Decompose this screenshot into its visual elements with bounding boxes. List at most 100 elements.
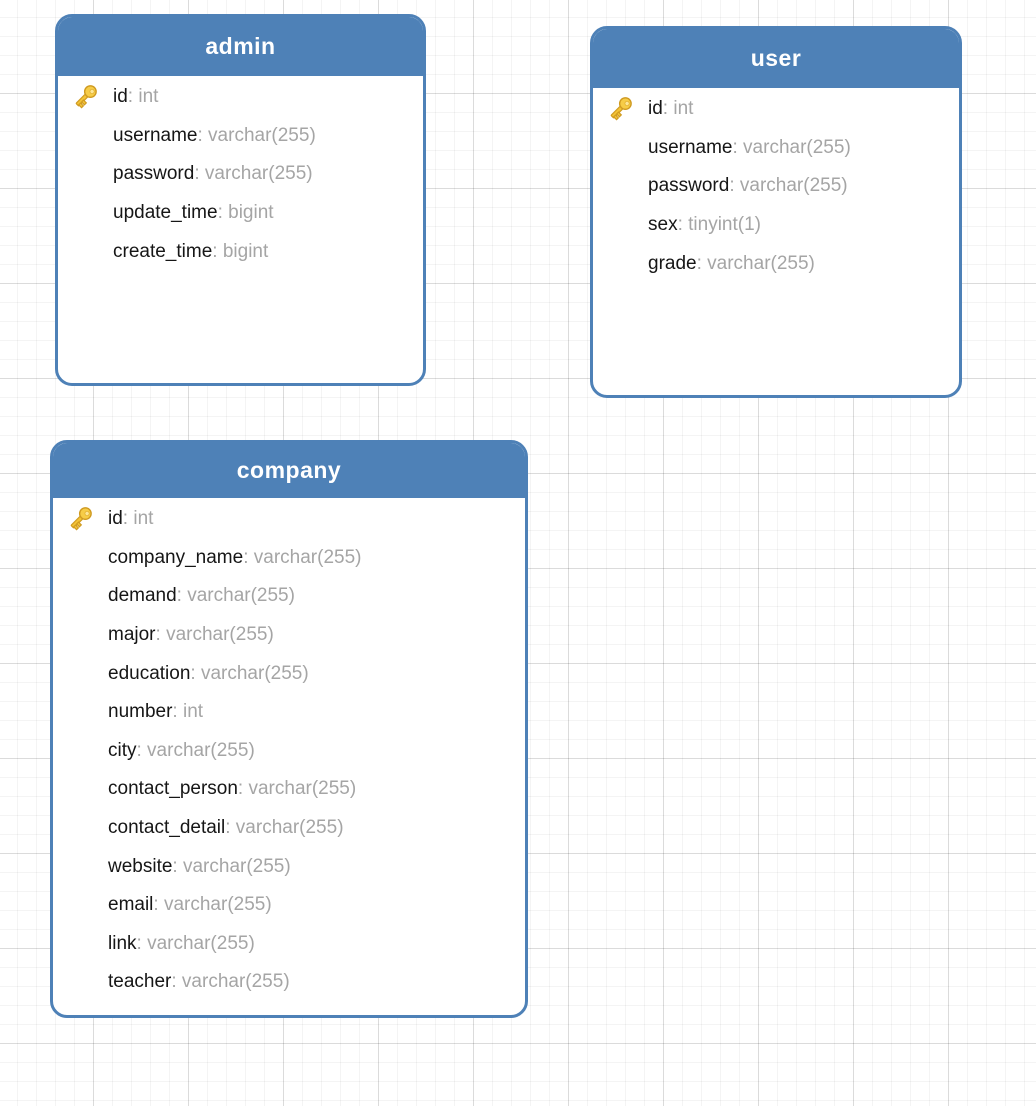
table-title-company[interactable]: company [53, 443, 525, 498]
key-icon-spacer [68, 120, 102, 152]
field-type: : bigint [217, 202, 274, 224]
field-type: : varchar(255) [171, 971, 290, 993]
field-row[interactable]: sex: tinyint(1) [593, 206, 959, 245]
field-name: website [108, 855, 173, 877]
field-row[interactable]: id: int [593, 90, 959, 129]
key-icon [63, 503, 97, 535]
field-name: demand [108, 585, 177, 607]
field-name: sex [648, 214, 678, 236]
field-row[interactable]: password: varchar(255) [58, 155, 423, 194]
field-type: : varchar(255) [197, 124, 316, 146]
key-icon-spacer [63, 773, 97, 805]
field-type: : varchar(255) [732, 136, 851, 158]
field-row[interactable]: city: varchar(255) [53, 732, 525, 771]
field-name: contact_person [108, 778, 238, 800]
field-type: : int [662, 98, 694, 120]
field-type: : int [122, 508, 154, 530]
field-type: : varchar(255) [194, 163, 313, 185]
field-name: contact_detail [108, 817, 226, 839]
field-name: grade [648, 252, 697, 274]
field-type: : varchar(255) [136, 739, 255, 761]
key-icon-spacer [63, 658, 97, 690]
key-icon-spacer [603, 209, 637, 241]
key-icon-spacer [68, 158, 102, 190]
field-type: : tinyint(1) [677, 214, 761, 236]
field-name: create_time [113, 240, 213, 262]
table-title-user[interactable]: user [593, 29, 959, 88]
field-name: email [108, 894, 154, 916]
field-type: : varchar(255) [237, 778, 357, 800]
key-icon-spacer [68, 197, 102, 229]
key-icon-spacer [63, 889, 97, 921]
key-icon-spacer [68, 236, 102, 268]
field-type: : varchar(255) [225, 817, 344, 839]
field-row[interactable]: update_time: bigint [58, 194, 423, 233]
field-name: username [113, 124, 198, 146]
field-name: company_name [108, 546, 244, 568]
key-icon [603, 93, 637, 125]
field-name: number [108, 701, 173, 723]
field-name: link [108, 932, 137, 954]
key-icon-spacer [603, 248, 637, 280]
field-type: : bigint [212, 240, 269, 262]
field-name: teacher [108, 971, 172, 993]
field-name: id [108, 508, 123, 530]
field-row[interactable]: education: varchar(255) [53, 654, 525, 693]
field-row[interactable]: id: int [58, 78, 423, 117]
key-icon-spacer [63, 812, 97, 844]
field-type: : varchar(255) [190, 662, 309, 684]
key-icon-spacer [63, 851, 97, 883]
field-name: password [113, 163, 195, 185]
field-name: id [113, 86, 128, 108]
field-row[interactable]: create_time: bigint [58, 232, 423, 271]
field-type: : int [127, 86, 159, 108]
field-row[interactable]: email: varchar(255) [53, 886, 525, 925]
field-name: major [108, 624, 156, 646]
field-type: : varchar(255) [243, 546, 362, 568]
field-row[interactable]: id: int [53, 500, 525, 539]
field-row[interactable]: teacher: varchar(255) [53, 963, 525, 1002]
field-name: city [108, 739, 137, 761]
field-row[interactable]: password: varchar(255) [593, 167, 959, 206]
field-row[interactable]: username: varchar(255) [593, 129, 959, 168]
key-icon-spacer [63, 619, 97, 651]
field-name: education [108, 662, 191, 684]
field-row[interactable]: username: varchar(255) [58, 117, 423, 156]
field-type: : varchar(255) [176, 585, 295, 607]
field-type: : int [172, 701, 204, 723]
field-type: : varchar(255) [153, 894, 272, 916]
field-row[interactable]: company_name: varchar(255) [53, 539, 525, 578]
key-icon-spacer [63, 735, 97, 767]
field-row[interactable]: major: varchar(255) [53, 616, 525, 655]
field-type: : varchar(255) [172, 855, 291, 877]
field-row[interactable]: website: varchar(255) [53, 847, 525, 886]
field-row[interactable]: grade: varchar(255) [593, 244, 959, 283]
key-icon-spacer [63, 696, 97, 728]
field-row[interactable]: contact_person: varchar(255) [53, 770, 525, 809]
field-row[interactable]: link: varchar(255) [53, 925, 525, 964]
key-icon-spacer [603, 170, 637, 202]
key-icon-spacer [63, 966, 97, 998]
field-type: : varchar(255) [155, 624, 274, 646]
key-icon [68, 81, 102, 113]
key-icon-spacer [603, 132, 637, 164]
field-row[interactable]: number: int [53, 693, 525, 732]
key-icon-spacer [63, 580, 97, 612]
field-row[interactable]: contact_detail: varchar(255) [53, 809, 525, 848]
field-name: username [648, 136, 733, 158]
field-name: password [648, 175, 730, 197]
table-title-admin[interactable]: admin [58, 17, 423, 76]
field-type: : varchar(255) [696, 252, 815, 274]
field-row[interactable]: demand: varchar(255) [53, 577, 525, 616]
key-icon-spacer [63, 542, 97, 574]
field-type: : varchar(255) [729, 175, 848, 197]
field-name: update_time [113, 202, 218, 224]
key-icon-spacer [63, 928, 97, 960]
